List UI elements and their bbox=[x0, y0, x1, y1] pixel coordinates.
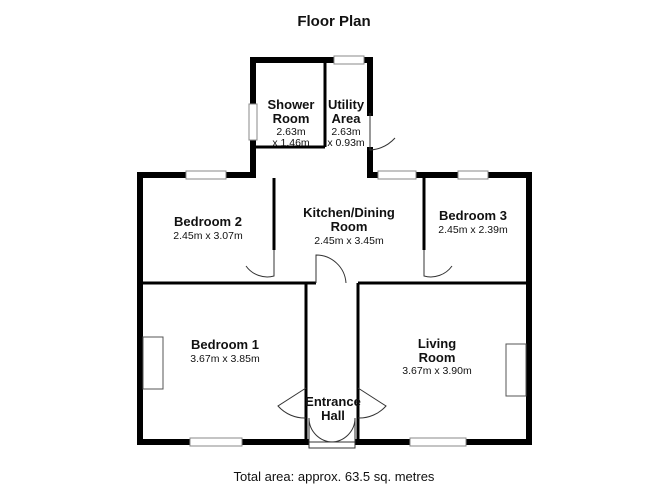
bedroom1-name: Bedroom 1 bbox=[191, 337, 259, 352]
door-bedroom3 bbox=[423, 250, 453, 278]
door-hall-living bbox=[357, 387, 387, 419]
door-entrance-threshold bbox=[308, 441, 356, 449]
utility-area-dims-2: x 0.93m bbox=[327, 137, 365, 149]
utility-area-name-2: Area bbox=[332, 111, 362, 126]
shower-room-dims-1: 2.63m bbox=[276, 126, 305, 138]
shower-room-name-1: Shower bbox=[268, 97, 315, 112]
kitchen-dims: 2.45m x 3.45m bbox=[314, 235, 384, 247]
bedroom2-dims: 2.45m x 3.07m bbox=[173, 230, 243, 242]
living-room-name-1: Living bbox=[418, 336, 456, 351]
kitchen-name-1: Kitchen/Dining bbox=[303, 205, 395, 220]
bedroom1-dims: 3.67m x 3.85m bbox=[190, 353, 260, 365]
window-shower-left bbox=[248, 103, 258, 141]
bedroom3-dims: 2.45m x 2.39m bbox=[438, 224, 508, 236]
kitchen-name-2: Room bbox=[331, 219, 368, 234]
bedroom3-name: Bedroom 3 bbox=[439, 208, 507, 223]
room-labels: Shower Room 2.63m x 1.46m Utility Area 2… bbox=[173, 97, 508, 423]
door-hall-bedroom1 bbox=[277, 387, 307, 419]
entrance-hall-name-1: Entrance bbox=[305, 394, 361, 409]
utility-area-name-1: Utility bbox=[328, 97, 365, 112]
window-bedroom3 bbox=[457, 170, 489, 180]
utility-area-dims-1: 2.63m bbox=[331, 126, 360, 138]
door-kitchen-hall bbox=[315, 254, 347, 284]
window-utility-top bbox=[333, 55, 365, 65]
living-room-dims: 3.67m x 3.90m bbox=[402, 365, 472, 377]
page-title: Floor Plan bbox=[297, 13, 370, 30]
living-room-name-2: Room bbox=[419, 350, 456, 365]
fixture-bedroom1 bbox=[142, 336, 164, 390]
doors bbox=[245, 113, 453, 449]
fixture-living bbox=[505, 343, 527, 397]
window-bedroom2 bbox=[185, 170, 227, 180]
windows bbox=[185, 55, 489, 447]
window-living bbox=[409, 437, 467, 447]
shower-room-name-2: Room bbox=[273, 111, 310, 126]
shower-room-dims-2: x 1.46m bbox=[272, 137, 310, 149]
entrance-hall-name-2: Hall bbox=[321, 408, 345, 423]
fixtures bbox=[142, 336, 527, 397]
bedroom2-name: Bedroom 2 bbox=[174, 214, 242, 229]
door-bedroom2 bbox=[245, 250, 275, 278]
door-utility-external bbox=[369, 113, 396, 151]
window-bedroom1 bbox=[189, 437, 243, 447]
window-kitchen bbox=[377, 170, 417, 180]
partitions bbox=[143, 63, 526, 442]
total-area: Total area: approx. 63.5 sq. metres bbox=[234, 469, 435, 484]
